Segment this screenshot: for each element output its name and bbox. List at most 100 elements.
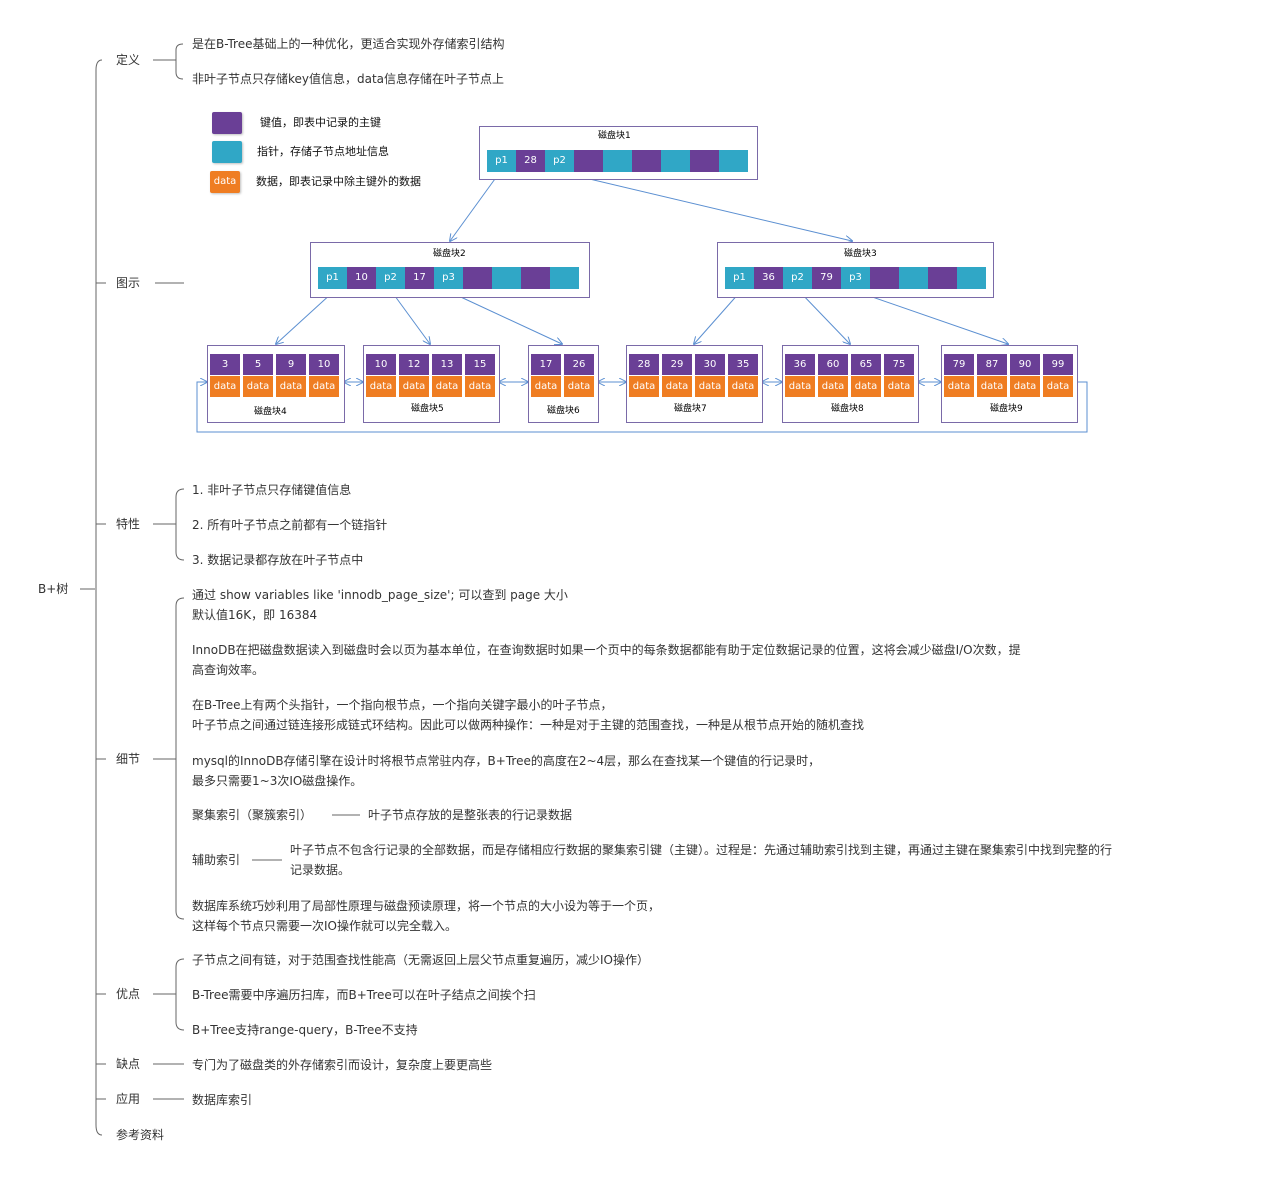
disk-block-1-cell-3: p2 xyxy=(545,150,574,172)
disk-block-3-cell-1: p1 xyxy=(725,267,754,289)
disk-block-1-cell-8 xyxy=(690,150,719,172)
disk-block-1-cell-5 xyxy=(603,150,632,172)
branch-references[interactable]: 参考资料 xyxy=(116,1128,165,1142)
disk-block-2-cell-5: p3 xyxy=(434,267,463,289)
clustered-index-node[interactable]: 聚集索引（聚簇索引） xyxy=(192,808,313,822)
tree-arrows xyxy=(196,171,1088,433)
leaf-data-cell: data xyxy=(818,376,848,397)
feature-item-2[interactable]: 2. 所有叶子节点之前都有一个链指针 xyxy=(192,518,388,532)
clustered-index-desc[interactable]: 叶子节点存放的是整张表的行记录数据 xyxy=(368,808,573,822)
leaf-key-35: 35 xyxy=(728,354,758,375)
detail-innodb-page-line-1: InnoDB在把磁盘数据读入到磁盘时会以页为基本单位，在查询数据时如果一个页中的… xyxy=(192,643,1021,657)
detail-root-memory[interactable]: mysql的InnoDB存储引擎在设计时将根节点常驻内存，B+Tree的高度在2… xyxy=(192,751,820,791)
legend-data-swatch: data xyxy=(210,171,240,193)
leaf-key-36: 36 xyxy=(785,354,815,375)
disk-block-1-cell-2: 28 xyxy=(516,150,545,172)
disk-block-2-cell-7 xyxy=(492,267,521,289)
bplus-tree-diagram: 键值，即表中记录的主键 指针，存储子节点地址信息 data 数据，即表记录中除主… xyxy=(0,0,1263,460)
leaf-key-10: 10 xyxy=(309,354,339,375)
detail-head-pointers[interactable]: 在B-Tree上有两个头指针，一个指向根节点，一个指向关键字最小的叶子节点， 叶… xyxy=(192,695,864,735)
legend-pointer-swatch xyxy=(212,141,242,163)
leaf-key-29: 29 xyxy=(662,354,692,375)
advantage-item-1[interactable]: 子节点之间有链，对于范围查找性能高（无需返回上层父节点重复遍历，减少IO操作） xyxy=(192,953,649,967)
legend-key-swatch xyxy=(212,112,242,134)
disk-block-2-cell-1: p1 xyxy=(318,267,347,289)
detail-root-memory-line-1: mysql的InnoDB存储引擎在设计时将根节点常驻内存，B+Tree的高度在2… xyxy=(192,754,821,768)
detail-page-size[interactable]: 通过 show variables like 'innodb_page_size… xyxy=(192,585,568,625)
disk-block-2-cell-9 xyxy=(550,267,579,289)
root-node[interactable]: B+树 xyxy=(38,582,69,596)
detail-innodb-page-line-2: 高查询效率。 xyxy=(192,663,265,677)
leaf-data-cell: data xyxy=(399,376,429,397)
advantage-item-2[interactable]: B-Tree需要中序遍历扫库，而B+Tree可以在叶子结点之间挨个扫 xyxy=(192,988,536,1002)
leaf-key-5: 5 xyxy=(243,354,273,375)
leaf-key-12: 12 xyxy=(399,354,429,375)
branch-details[interactable]: 细节 xyxy=(116,752,141,766)
leaf-data-cell: data xyxy=(629,376,659,397)
leaf-data-cell: data xyxy=(851,376,881,397)
application-item-1[interactable]: 数据库索引 xyxy=(192,1093,253,1107)
disadvantage-item-1[interactable]: 专门为了磁盘类的外存储索引而设计，复杂度上要更高些 xyxy=(192,1058,493,1072)
detail-root-memory-line-2: 最多只需要1~3次IO磁盘操作。 xyxy=(192,774,363,788)
leaf-key-90: 90 xyxy=(1010,354,1040,375)
leaf-data-cell: data xyxy=(243,376,273,397)
advantage-item-3[interactable]: B+Tree支持range-query，B-Tree不支持 xyxy=(192,1023,418,1037)
detail-locality-line-2: 这样每个节点只需要一次IO操作就可以完全载入。 xyxy=(192,919,457,933)
disk-block-3-cell-6 xyxy=(870,267,899,289)
feature-item-3[interactable]: 3. 数据记录都存放在叶子节点中 xyxy=(192,553,364,567)
disk-block-3-cell-9 xyxy=(957,267,986,289)
secondary-index-desc[interactable]: 叶子节点不包含行记录的全部数据，而是存储相应行数据的聚集索引键（主键）。过程是：… xyxy=(290,840,1112,880)
definition-item-2[interactable]: 非叶子节点只存储key值信息，data信息存储在叶子节点上 xyxy=(192,72,505,86)
disk-block-7-label: 磁盘块7 xyxy=(674,404,707,414)
disk-block-4-label: 磁盘块4 xyxy=(254,407,287,417)
leaf-key-75: 75 xyxy=(884,354,914,375)
secondary-index-node[interactable]: 辅助索引 xyxy=(192,853,241,867)
leaf-key-10: 10 xyxy=(366,354,396,375)
leaf-key-26: 26 xyxy=(564,354,594,375)
branch-diagram[interactable]: 图示 xyxy=(116,276,141,290)
leaf-key-87: 87 xyxy=(977,354,1007,375)
leaf-data-cell: data xyxy=(432,376,462,397)
leaf-key-28: 28 xyxy=(629,354,659,375)
disk-block-2-cell-2: 10 xyxy=(347,267,376,289)
detail-locality[interactable]: 数据库系统巧妙利用了局部性原理与磁盘预读原理，将一个节点的大小设为等于一个页， … xyxy=(192,896,660,936)
detail-page-size-line-1: 通过 show variables like 'innodb_page_size… xyxy=(192,588,568,602)
branch-application[interactable]: 应用 xyxy=(116,1092,141,1106)
leaf-key-17: 17 xyxy=(531,354,561,375)
branch-features[interactable]: 特性 xyxy=(116,517,141,531)
disk-block-3-label: 磁盘块3 xyxy=(844,249,877,259)
leaf-data-cell: data xyxy=(1043,376,1073,397)
leaf-data-cell: data xyxy=(695,376,725,397)
feature-item-1[interactable]: 1. 非叶子节点只存储键值信息 xyxy=(192,483,352,497)
disk-block-6-label: 磁盘块6 xyxy=(547,406,580,416)
disk-block-3-cell-3: p2 xyxy=(783,267,812,289)
disk-block-9-label: 磁盘块9 xyxy=(990,404,1023,414)
disk-block-8-label: 磁盘块8 xyxy=(831,404,864,414)
disk-block-3-cell-4: 79 xyxy=(812,267,841,289)
secondary-index-desc-line-1: 叶子节点不包含行记录的全部数据，而是存储相应行数据的聚集索引键（主键）。过程是：… xyxy=(290,843,1113,857)
disk-block-5-label: 磁盘块5 xyxy=(411,404,444,414)
leaf-key-79: 79 xyxy=(944,354,974,375)
definition-item-1[interactable]: 是在B-Tree基础上的一种优化，更适合实现外存储索引结构 xyxy=(192,37,505,51)
disk-block-3-cell-8 xyxy=(928,267,957,289)
leaf-key-15: 15 xyxy=(465,354,495,375)
disk-block-3-cell-7 xyxy=(899,267,928,289)
leaf-key-65: 65 xyxy=(851,354,881,375)
branch-definition[interactable]: 定义 xyxy=(116,53,141,67)
leaf-data-cell: data xyxy=(662,376,692,397)
detail-head-pointers-line-1: 在B-Tree上有两个头指针，一个指向根节点，一个指向关键字最小的叶子节点， xyxy=(192,698,613,712)
branch-disadvantages[interactable]: 缺点 xyxy=(116,1057,141,1071)
leaf-data-cell: data xyxy=(977,376,1007,397)
branch-advantages[interactable]: 优点 xyxy=(116,987,141,1001)
detail-innodb-page[interactable]: InnoDB在把磁盘数据读入到磁盘时会以页为基本单位，在查询数据时如果一个页中的… xyxy=(192,640,1021,680)
